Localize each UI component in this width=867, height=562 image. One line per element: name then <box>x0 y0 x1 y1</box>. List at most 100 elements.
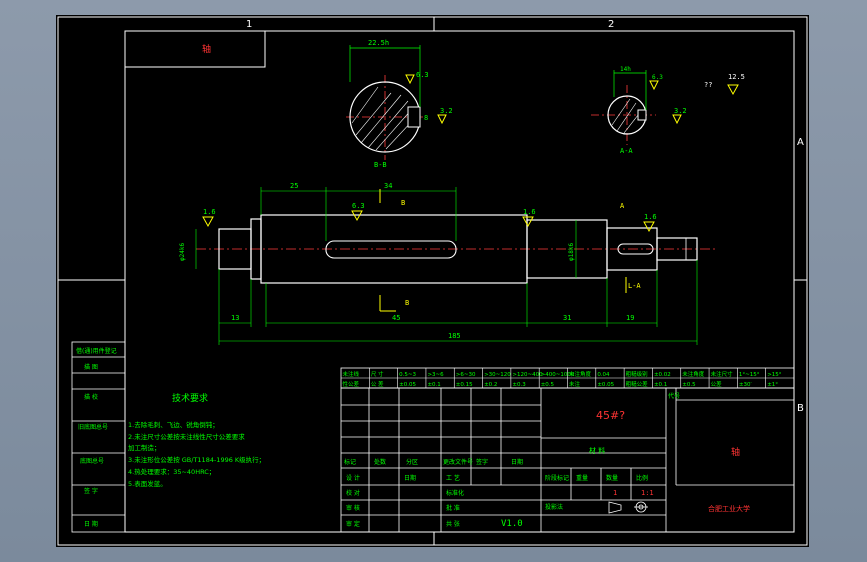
section-a-dim-width: 14h <box>620 66 631 73</box>
label-approve: 审 定 <box>346 520 360 528</box>
tol-row1-cell-5: >30~120 <box>484 372 511 378</box>
tol-row2-cell-10: 粗糙公差 <box>626 380 649 388</box>
tech-req-line-3: 3.未注形位公差按 GB/T1184-1996 K级执行； <box>128 455 265 464</box>
left-strip-3: 旧底图总号 <box>78 423 108 431</box>
hdr-2: 分区 <box>406 458 418 466</box>
tol-row1-cell-15: >15° <box>767 372 782 378</box>
label-date: 日期 <box>404 474 416 482</box>
stage-0: 阶段标记 <box>545 474 569 482</box>
tech-req-title: 技术要求 <box>172 392 208 404</box>
general-finish-prefix: ?? <box>704 81 712 89</box>
outer-border <box>57 16 808 546</box>
label-sheets: 共 张 <box>446 520 460 528</box>
section-b-label: B-B <box>374 161 387 169</box>
tol-row2-cell-3: ±0.1 <box>427 382 440 388</box>
zone-label-b: B <box>797 403 804 414</box>
label-standard: 标准化 <box>446 489 464 497</box>
drawing-sheet: 1 2 A B 轴 22.5h 6.3 3.2 8 B-B <box>56 15 809 547</box>
section-a-label: A-A <box>620 147 633 155</box>
tol-row2-cell-1: 公 差 <box>371 380 384 388</box>
projection-label: 投影法 <box>545 503 563 511</box>
dim-31: 31 <box>563 314 571 322</box>
roughness-right: 1.6 <box>644 213 657 221</box>
tol-row2-cell-2: ±0.05 <box>399 382 416 388</box>
tol-row2-cell-12: ±0.5 <box>682 382 696 388</box>
dim-b-top: B <box>401 199 405 207</box>
tech-req-line-1: 2.未注尺寸公差按未注线性尺寸公差要求 <box>128 432 245 441</box>
tol-row1-cell-10: 粗糙级别 <box>626 370 648 378</box>
zone-label-2: 2 <box>608 19 614 30</box>
hdr-3: 更改文件号 <box>443 458 473 466</box>
tol-row2-cell-0: 性公差 <box>343 380 360 388</box>
general-finish-value: 12.5 <box>728 73 745 81</box>
zone-label-1: 1 <box>246 19 252 30</box>
cad-drawing: 1 2 A B 轴 22.5h 6.3 3.2 8 B-B <box>57 16 808 546</box>
tech-req-line-5: 5.表面发蓝。 <box>128 479 167 488</box>
side-label: 代号 <box>668 392 680 400</box>
tol-row2-cell-13: 公差 <box>711 380 723 388</box>
section-a-marker: A <box>620 202 625 210</box>
left-strip <box>71 341 126 533</box>
tech-requirements: 技术要求 1.去除毛刺、飞边、锐角倒钝； 2.未注尺寸公差按未注线性尺寸公差要求… <box>128 392 265 488</box>
stage-1: 重量 <box>576 474 588 482</box>
stage-3: 比例 <box>636 474 648 482</box>
tol-row2-cell-15: ±1° <box>767 382 778 388</box>
projection-symbol-icon <box>608 501 648 514</box>
roughness-left: 1.6 <box>203 208 216 216</box>
shaft-main-view: 1.6 6.3 1.6 1.6 25 34 B 13 45 31 19 185 … <box>179 182 716 345</box>
section-a-a: 14h 6.3 3.2 A-A ?? 12.5 <box>591 66 745 155</box>
tol-row1-cell-14: 1°~15° <box>739 372 760 378</box>
version-label: V1.0 <box>501 519 523 529</box>
tol-row1-cell-4: >6~30 <box>456 372 476 378</box>
material-value: 45#? <box>596 409 625 422</box>
hdr-5: 日期 <box>511 458 523 466</box>
left-strip-1: 描 图 <box>84 363 98 371</box>
tech-req-line-0: 1.去除毛刺、飞边、锐角倒钝； <box>128 420 219 429</box>
section-a-roughness-2: 3.2 <box>674 107 687 115</box>
label-process: 工 艺 <box>446 474 460 482</box>
hdr-4: 签字 <box>476 458 488 466</box>
tol-row1-cell-11: ±0.02 <box>654 372 671 378</box>
dim-19: 19 <box>626 314 634 322</box>
title-header-row: 标记 处数 分区 更改文件号 签字 日期 材 料 <box>344 446 605 466</box>
dim-left-dia: φ24k6 <box>179 243 186 261</box>
roughness-mid: 1.6 <box>523 208 536 216</box>
section-b-b: 22.5h 6.3 3.2 8 B-B <box>346 39 453 169</box>
tech-req-line-2: 加工制造； <box>128 443 161 452</box>
label-review: 审 核 <box>346 504 360 512</box>
zone-label-a: A <box>797 137 804 148</box>
tech-req-line-4: 4.热处理要求：35~40HRC； <box>128 467 215 476</box>
tol-row2-cell-11: ±0.1 <box>654 382 667 388</box>
tol-row1-cell-13: 未注尺寸 <box>711 370 734 378</box>
tol-row1-cell-2: 0.5~3 <box>399 372 416 378</box>
tol-row2-cell-5: ±0.2 <box>484 382 497 388</box>
tol-row2-cell-7: ±0.5 <box>541 382 555 388</box>
label-check: 校 对 <box>346 489 360 497</box>
label-design: 设 计 <box>346 474 360 482</box>
title-block <box>340 387 795 533</box>
tol-row1-cell-6: >120~400 <box>512 372 543 378</box>
left-strip-2: 描 校 <box>84 393 98 401</box>
hdr-0: 标记 <box>344 458 356 466</box>
corner-box-mark: 轴 <box>202 43 211 55</box>
roughness-key: 6.3 <box>352 202 365 210</box>
left-strip-4: 底图总号 <box>80 457 104 465</box>
tol-row2-cell-6: ±0.3 <box>512 382 526 388</box>
tol-row2-cell-8: 未注 <box>569 380 581 388</box>
tol-row1-cell-1: 尺 寸 <box>371 370 384 378</box>
tol-row2-cell-4: ±0.15 <box>456 382 473 388</box>
label-ratify: 批 准 <box>446 504 460 512</box>
dim-b-arrow: B <box>405 299 409 307</box>
dim-right-dia: φ18k6 <box>568 243 575 261</box>
section-b-roughness-2: 3.2 <box>440 107 453 115</box>
tol-row1-cell-7: >400~1000 <box>541 372 575 378</box>
tol-row1-cell-12: 未注角度 <box>682 370 705 378</box>
company-name: 合肥工业大学 <box>708 504 750 513</box>
left-strip-5: 签 字 <box>84 487 98 495</box>
tol-row1-cell-0: 未注线 <box>343 370 360 378</box>
quantity-value: 1 <box>613 489 617 497</box>
dim-total: 185 <box>448 332 461 340</box>
left-strip-6: 日 期 <box>84 520 98 528</box>
section-b-dim-width: 22.5h <box>368 39 389 47</box>
